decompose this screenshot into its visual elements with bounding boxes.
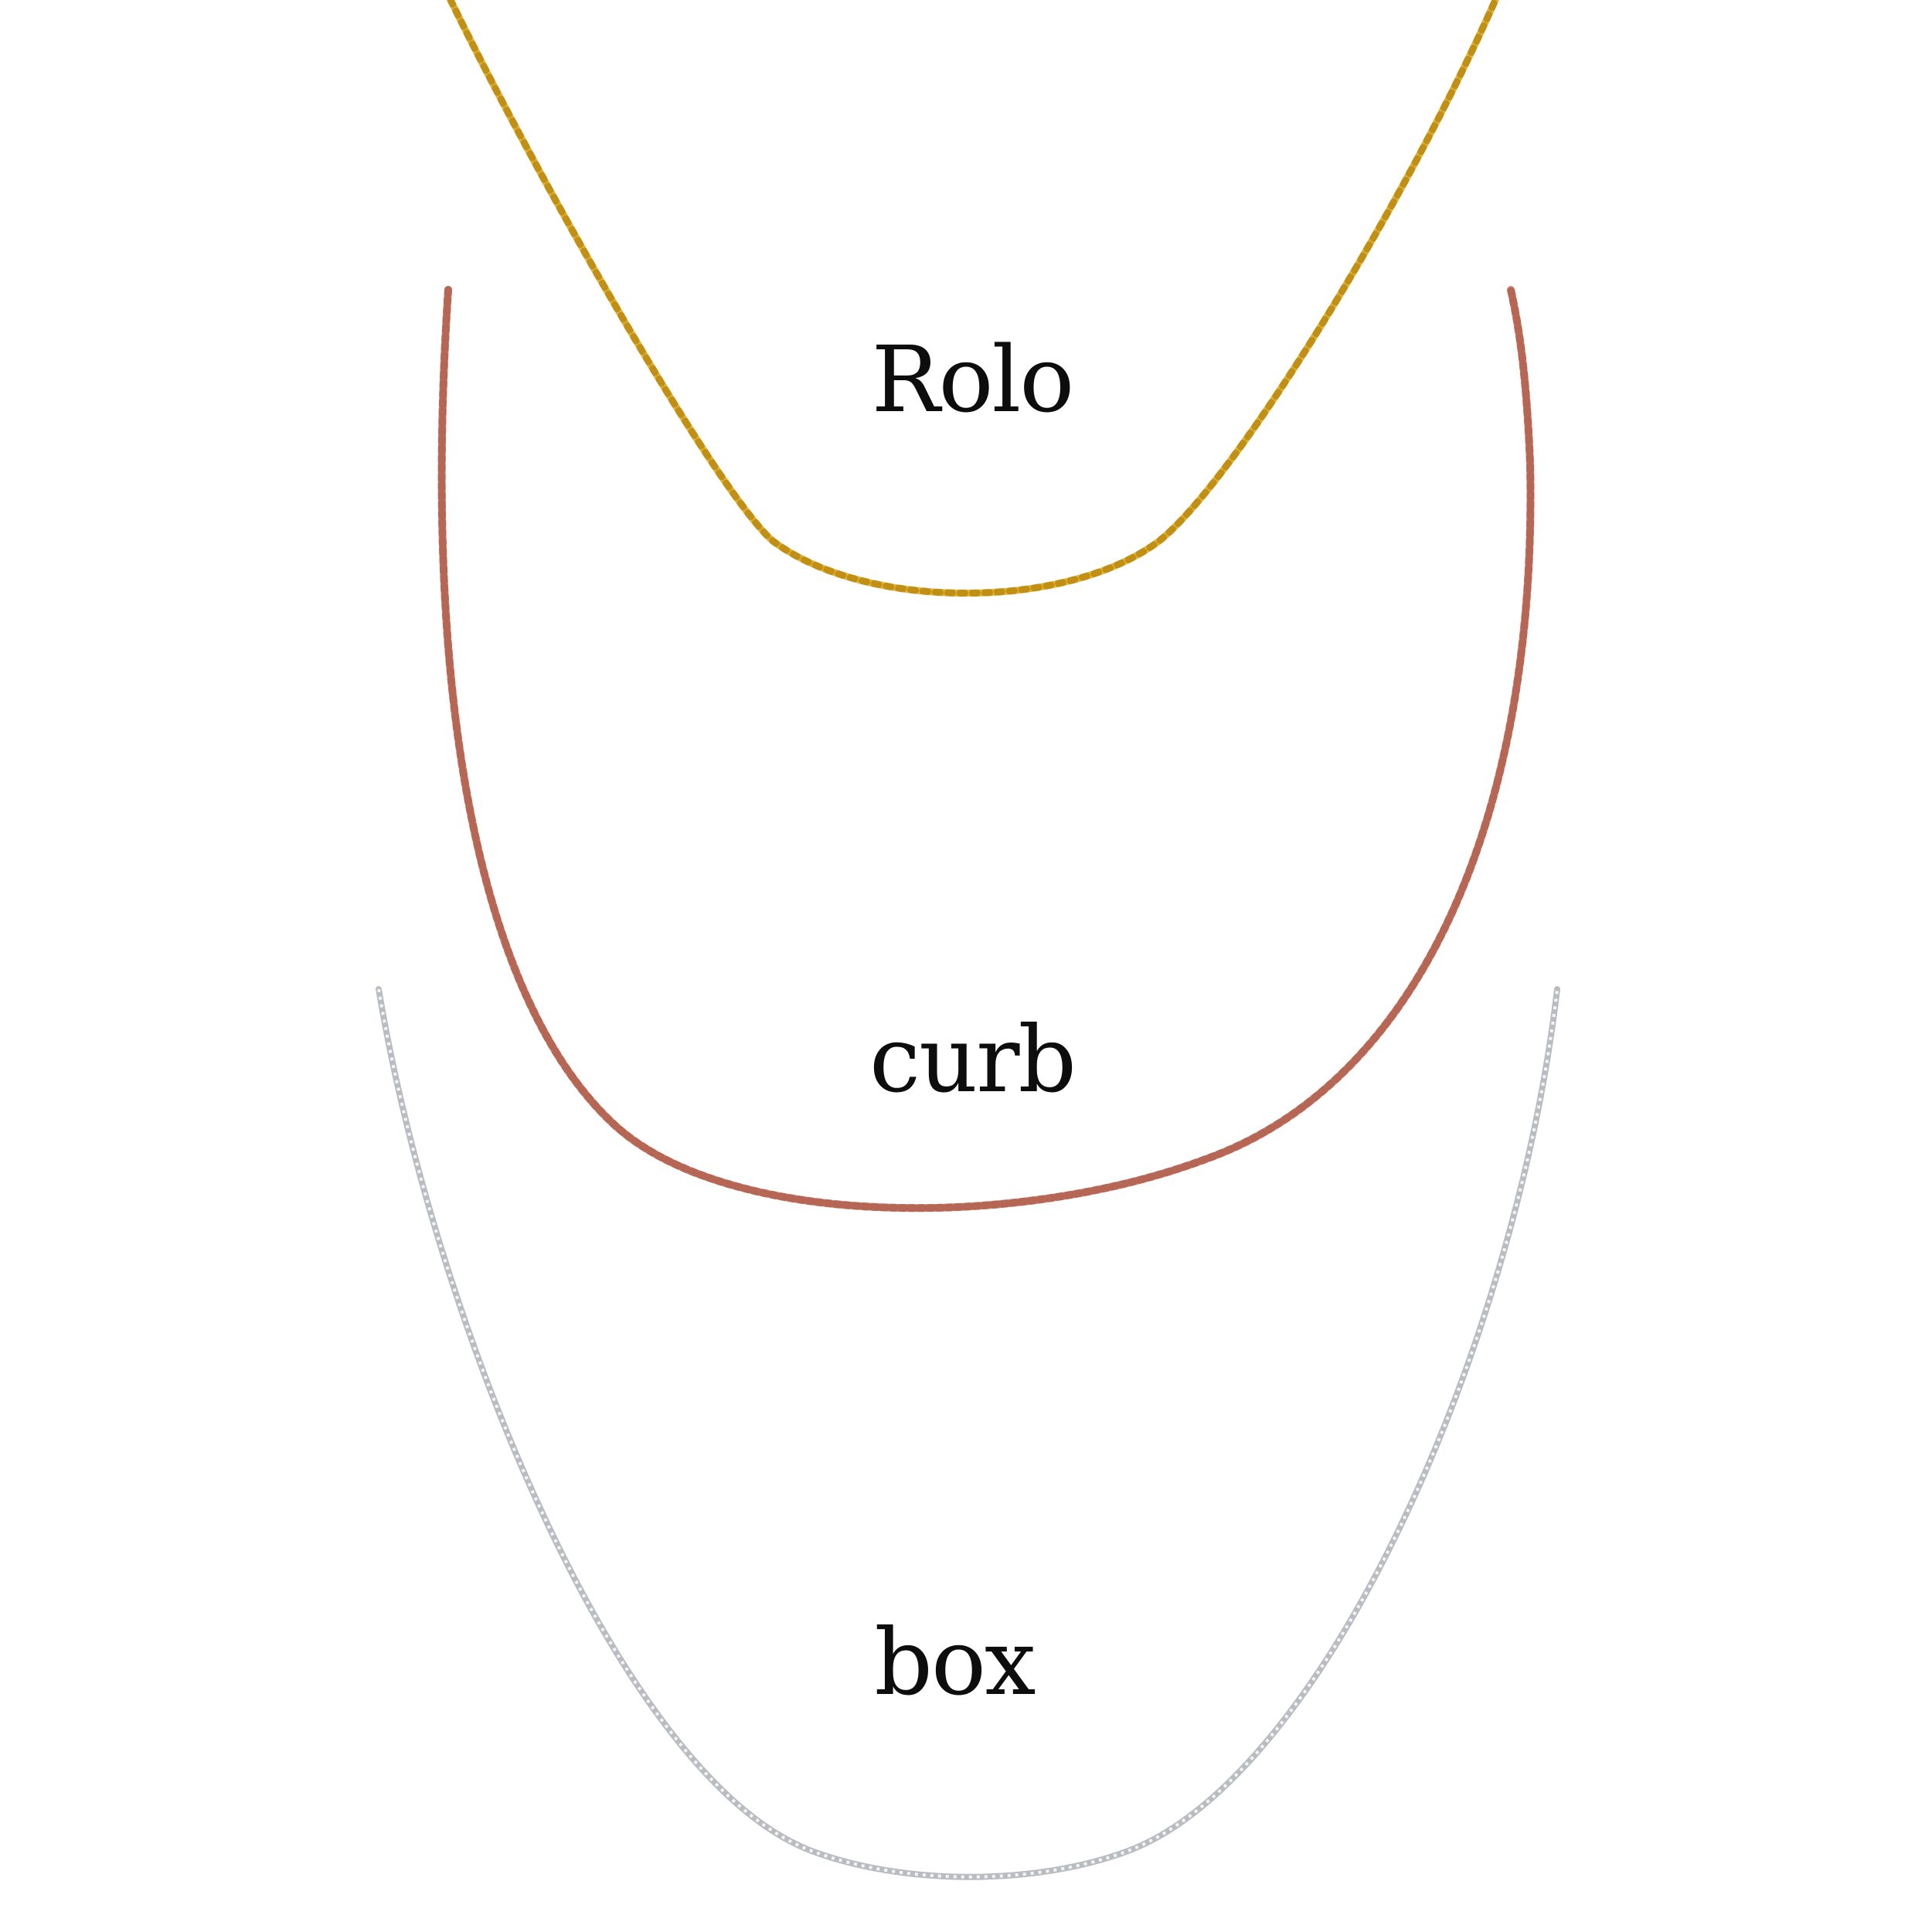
box-label: box — [874, 1609, 1036, 1716]
rolo-label: Rolo — [871, 326, 1075, 433]
curb-chain-links — [437, 286, 1535, 1213]
box-chain-links — [377, 988, 1559, 1879]
curb-label: curb — [869, 1006, 1077, 1113]
box-chain — [376, 986, 1560, 1880]
rolo-chain-links — [447, 0, 1499, 597]
